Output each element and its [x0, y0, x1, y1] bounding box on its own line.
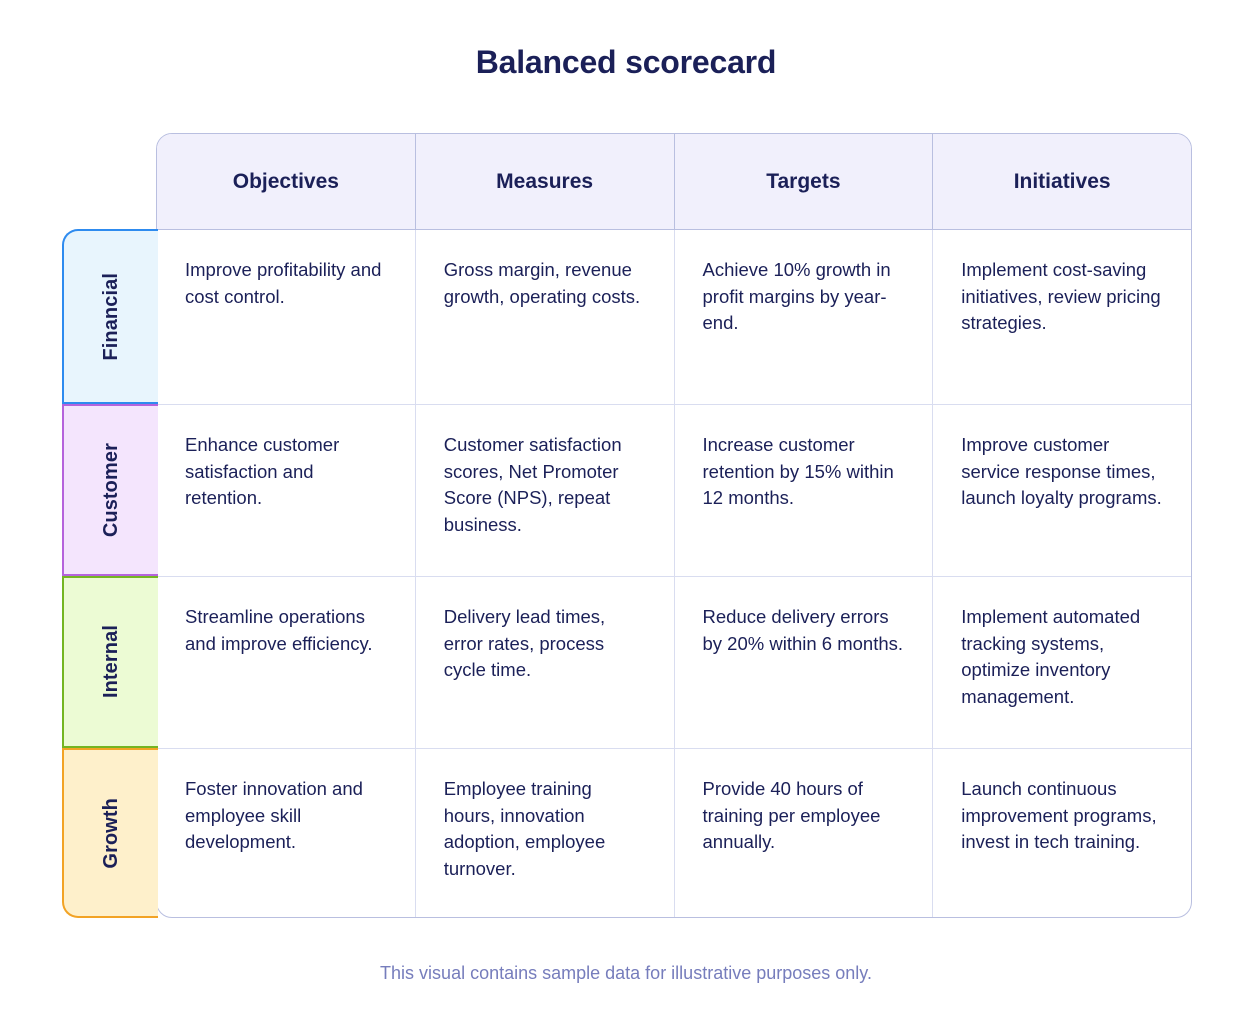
perspective-label-financial: Financial	[99, 272, 122, 361]
perspective-label-growth: Growth	[99, 797, 122, 869]
scorecard-table: Objectives Measures Targets Initiatives …	[156, 133, 1192, 918]
perspective-tab-growth: Growth	[62, 748, 158, 918]
cell-internal-measures: Delivery lead times, error rates, proces…	[416, 577, 675, 748]
column-header-targets: Targets	[675, 134, 934, 229]
perspective-tab-column: Financial Customer Internal Growth	[62, 229, 158, 918]
table-row: Streamline operations and improve effici…	[157, 577, 1191, 749]
cell-internal-initiatives: Implement automated tracking systems, op…	[961, 606, 1141, 707]
cell-internal-objectives: Streamline operations and improve effici…	[157, 577, 416, 748]
footer-disclaimer: This visual contains sample data for ill…	[380, 963, 872, 983]
cell-financial-initiatives: Implement cost-saving initiatives, revie…	[961, 259, 1161, 333]
cell-financial-targets: Achieve 10% growth in profit margins by …	[675, 230, 934, 404]
cell-customer-initiatives: Improve customer service response times,…	[961, 434, 1162, 508]
column-header-measures: Measures	[416, 134, 675, 229]
cell-growth-targets: Provide 40 hours of training per employe…	[675, 749, 934, 917]
table-row: Improve profitability and cost control. …	[157, 230, 1191, 405]
column-header-objectives: Objectives	[157, 134, 416, 229]
table-header-row: Objectives Measures Targets Initiatives	[157, 134, 1191, 230]
perspective-tab-customer: Customer	[62, 404, 158, 576]
page-title: Balanced scorecard	[475, 44, 777, 80]
perspective-tab-internal: Internal	[62, 576, 158, 748]
cell-customer-objectives: Enhance customer satisfaction and retent…	[157, 405, 416, 576]
cell-customer-measures: Customer satisfaction scores, Net Promot…	[416, 405, 675, 576]
cell-financial-measures: Gross margin, revenue growth, operating …	[416, 230, 675, 404]
cell-customer-targets: Increase customer retention by 15% withi…	[675, 405, 934, 576]
cell-growth-initiatives: Launch continuous improvement programs, …	[961, 778, 1157, 852]
table-row: Enhance customer satisfaction and retent…	[157, 405, 1191, 577]
perspective-label-internal: Internal	[99, 625, 122, 699]
cell-growth-objectives: Foster innovation and employee skill dev…	[157, 749, 416, 917]
table-row: Foster innovation and employee skill dev…	[157, 749, 1191, 917]
perspective-label-customer: Customer	[99, 442, 122, 538]
perspective-tab-financial: Financial	[62, 229, 158, 404]
cell-financial-objectives: Improve profitability and cost control.	[157, 230, 416, 404]
cell-internal-targets: Reduce delivery errors by 20% within 6 m…	[675, 577, 934, 748]
scorecard-diagram: Objectives Measures Targets Initiatives …	[62, 133, 1192, 918]
cell-growth-measures: Employee training hours, innovation adop…	[416, 749, 675, 917]
column-header-initiatives: Initiatives	[1013, 169, 1111, 193]
